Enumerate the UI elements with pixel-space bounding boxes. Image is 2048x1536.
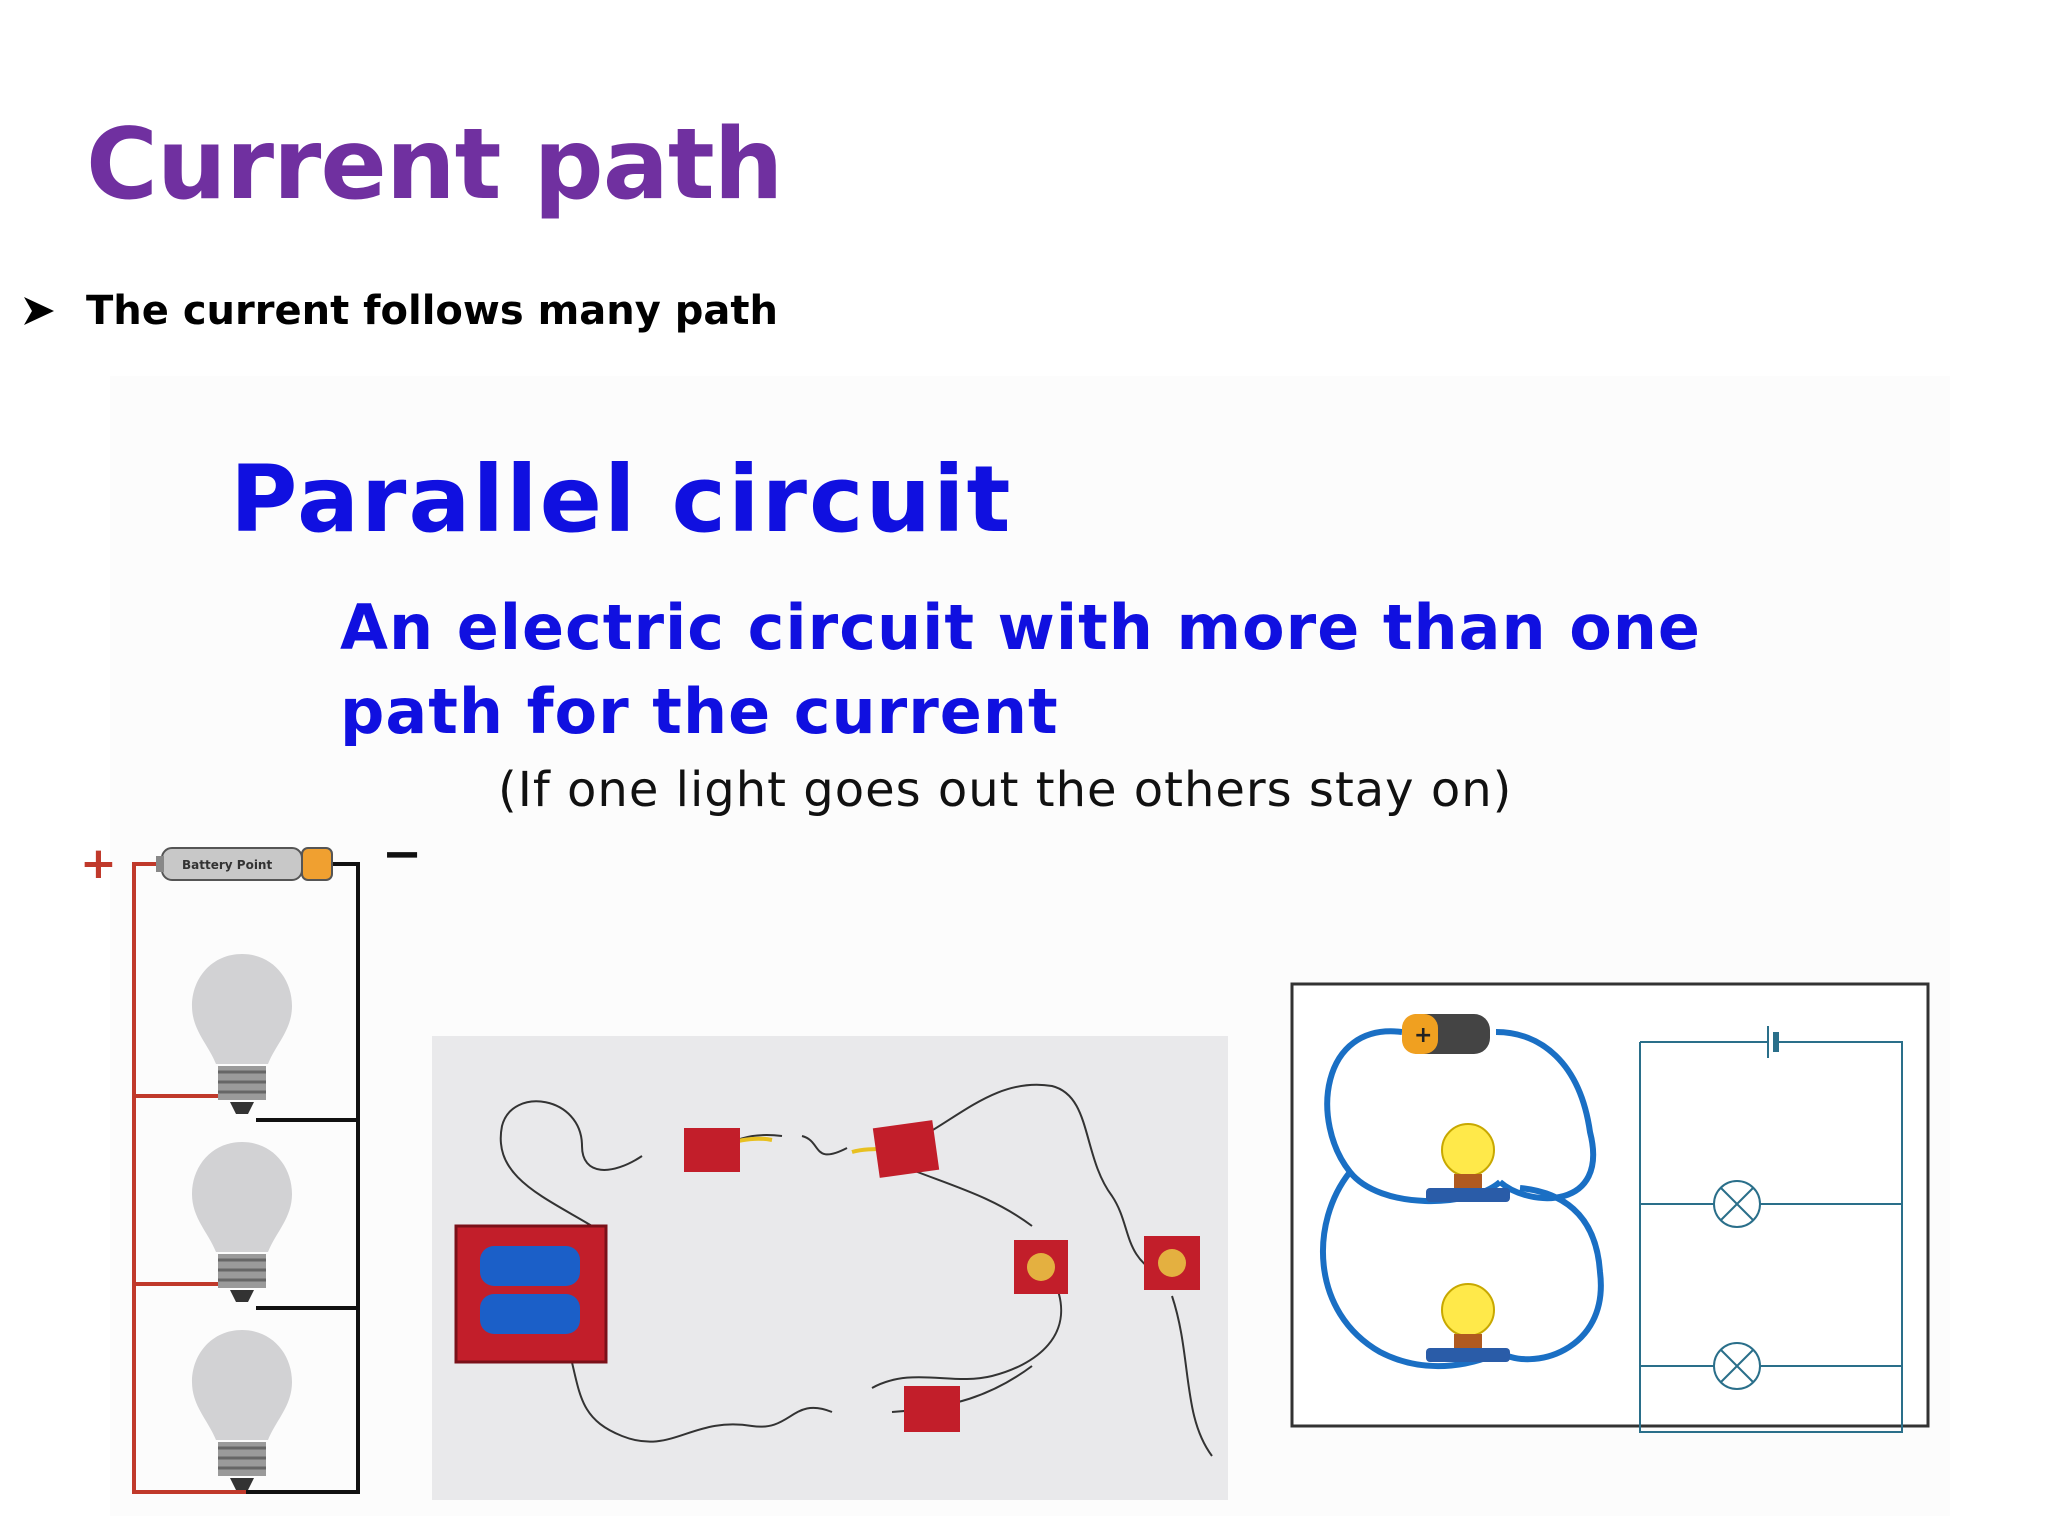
- bullet-text: The current follows many path: [86, 288, 778, 334]
- battery-label: Battery Point: [182, 858, 272, 872]
- battery-icon: Battery Point: [156, 847, 333, 881]
- bulb-ladder-diagram: + − Battery Point: [80, 826, 422, 1494]
- plus-sign: +: [80, 838, 117, 889]
- parallel-schematic-panel: +: [1290, 982, 1930, 1433]
- light-bulb-icon: [192, 1330, 292, 1490]
- battery-plus-sign: +: [1414, 1023, 1432, 1048]
- slide-title: Current path: [86, 108, 783, 222]
- bullet-item: The current follows many path: [22, 288, 778, 334]
- lamp-symbol-icon: [1713, 1342, 1761, 1390]
- figure-note: (If one light goes out the others stay o…: [498, 762, 1513, 818]
- circuit-board-photo: [432, 1036, 1228, 1500]
- arrowhead-bullet-icon: [24, 297, 54, 325]
- battery-icon: +: [1402, 1014, 1490, 1054]
- figure-definition: An electric circuit with more than one p…: [340, 591, 1701, 748]
- light-bulb-icon: [1426, 1123, 1510, 1202]
- light-bulb-icon: [1426, 1283, 1510, 1362]
- figure-heading: Parallel circuit: [230, 446, 1013, 553]
- light-bulb-icon: [192, 954, 292, 1114]
- minus-sign: −: [382, 826, 422, 882]
- light-bulb-icon: [192, 1142, 292, 1302]
- cell-symbol-icon: [1767, 1026, 1779, 1058]
- lamp-symbol-icon: [1713, 1180, 1761, 1228]
- battery-pack-icon: [454, 1224, 608, 1364]
